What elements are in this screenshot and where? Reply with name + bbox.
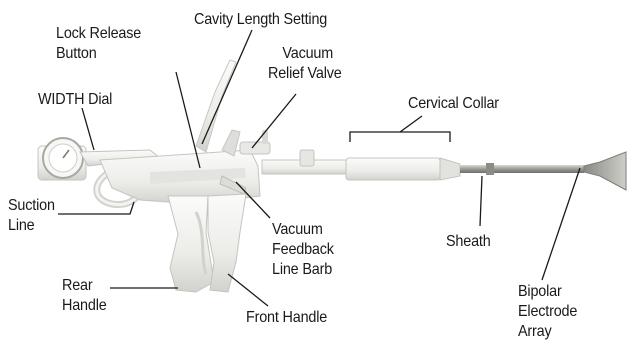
label-rear-handle: Rear Handle: [62, 276, 107, 316]
label-line: Feedback: [272, 240, 334, 260]
label-line: Lock Release: [56, 24, 141, 44]
label-line: Electrode: [518, 302, 577, 322]
handles-shape: [168, 194, 246, 292]
leader-sheath: [480, 176, 482, 226]
device-housing-shape: [100, 60, 270, 204]
label-bipolar-electrode-array: Bipolar Electrode Array: [518, 282, 577, 342]
leader-width-dial: [82, 108, 94, 150]
label-lock-release-button: Lock Release Button: [56, 24, 141, 64]
label-line: Line: [8, 216, 55, 236]
label-line: Rear: [62, 276, 107, 296]
label-line: WIDTH Dial: [38, 90, 112, 110]
shaft-shape: [262, 150, 626, 190]
label-line: Vacuum: [272, 220, 334, 240]
label-line: Line Barb: [272, 260, 334, 280]
label-width-dial: WIDTH Dial: [38, 90, 112, 110]
label-line: Cervical Collar: [408, 94, 499, 114]
leader-lock-release: [176, 72, 200, 168]
label-front-handle: Front Handle: [246, 308, 327, 328]
leader-cervical-collar: [350, 116, 450, 142]
label-line: Cavity Length Setting: [194, 10, 327, 30]
label-line: Bipolar: [518, 282, 577, 302]
leader-cavity-length: [202, 30, 252, 144]
leader-vacuum-relief: [252, 94, 296, 148]
label-line: Relief Valve: [268, 64, 342, 84]
label-vacuum-feedback-line-barb: Vacuum Feedback Line Barb: [272, 220, 334, 280]
label-cavity-length-setting: Cavity Length Setting: [194, 10, 327, 30]
label-line: Front Handle: [246, 308, 327, 328]
label-line: Array: [518, 322, 577, 342]
label-sheath: Sheath: [446, 232, 491, 252]
label-line: Button: [56, 44, 141, 64]
label-line: Suction: [8, 196, 55, 216]
label-suction-line: Suction Line: [8, 196, 55, 236]
leader-bipolar-array: [542, 168, 580, 280]
label-line: Handle: [62, 296, 107, 316]
label-line: Vacuum: [268, 44, 342, 64]
label-vacuum-relief-valve: Vacuum Relief Valve: [268, 44, 342, 84]
leader-front-handle: [228, 274, 268, 306]
label-cervical-collar: Cervical Collar: [408, 94, 499, 114]
label-line: Sheath: [446, 232, 491, 252]
